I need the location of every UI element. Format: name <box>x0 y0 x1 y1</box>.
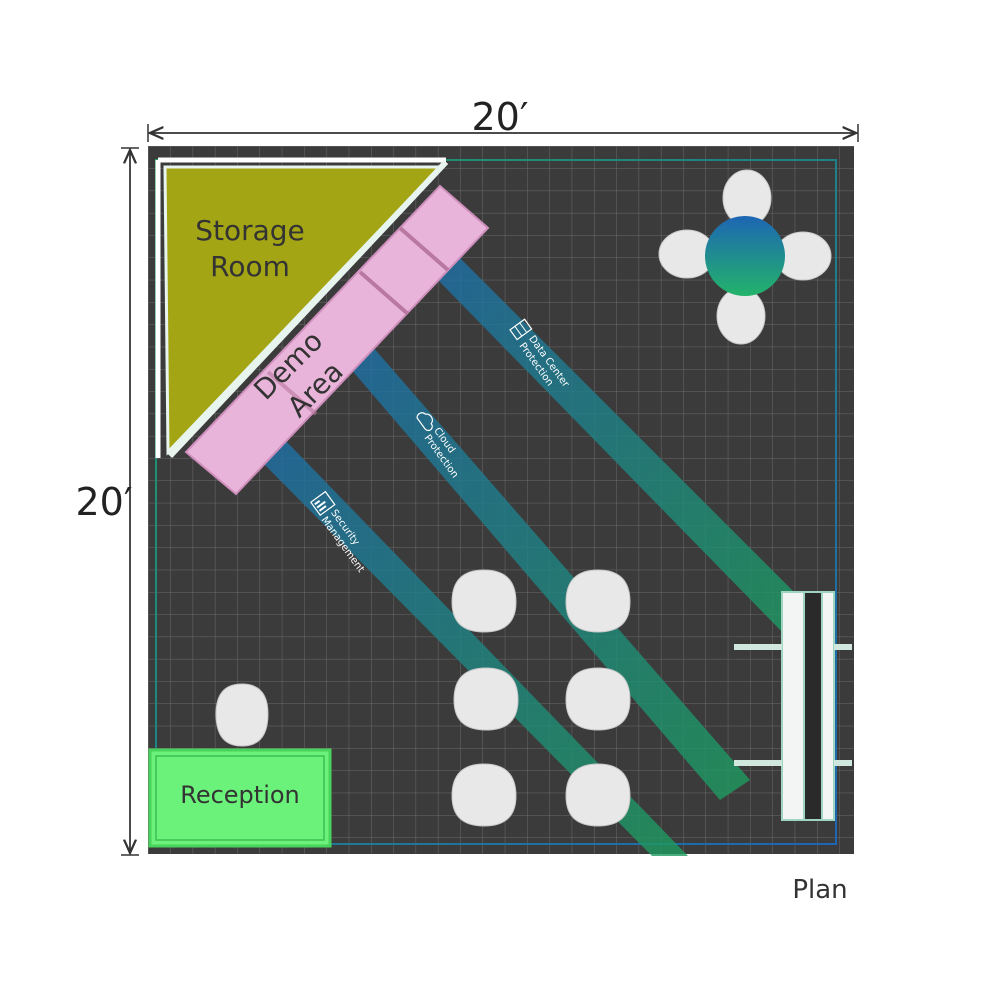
reception-chair <box>215 683 269 747</box>
plan-caption: Plan <box>792 875 847 905</box>
storage-room-line1: Storage <box>195 214 305 247</box>
seat-chair <box>565 763 631 827</box>
booth-outline <box>155 159 837 845</box>
storage-room-line2: Room <box>210 250 290 283</box>
seat-chair <box>451 763 517 827</box>
seat-chair <box>453 667 519 731</box>
server-icon <box>509 318 533 341</box>
chart-icon <box>309 490 336 517</box>
display-counter <box>734 591 852 821</box>
stripe-cloud <box>350 346 750 800</box>
seat-chair <box>451 569 517 633</box>
audience-seating <box>451 569 631 827</box>
round-table-group <box>658 169 832 345</box>
width-label: 20′ <box>472 95 529 139</box>
round-table <box>705 216 785 296</box>
storage-room: Storage Room <box>155 157 449 459</box>
stripe-data-center <box>436 258 820 640</box>
seat-chair <box>565 667 631 731</box>
height-dimension: 20′ <box>76 147 139 856</box>
reception: Reception <box>148 683 332 848</box>
stripe-security <box>262 440 688 856</box>
width-dimension: 20′ <box>147 95 859 142</box>
reception-label: Reception <box>180 781 300 809</box>
seat-chair <box>565 569 631 633</box>
stripes <box>262 258 820 856</box>
cloud-shield-icon <box>416 412 433 432</box>
chair <box>716 287 766 345</box>
height-label: 20′ <box>76 480 133 524</box>
